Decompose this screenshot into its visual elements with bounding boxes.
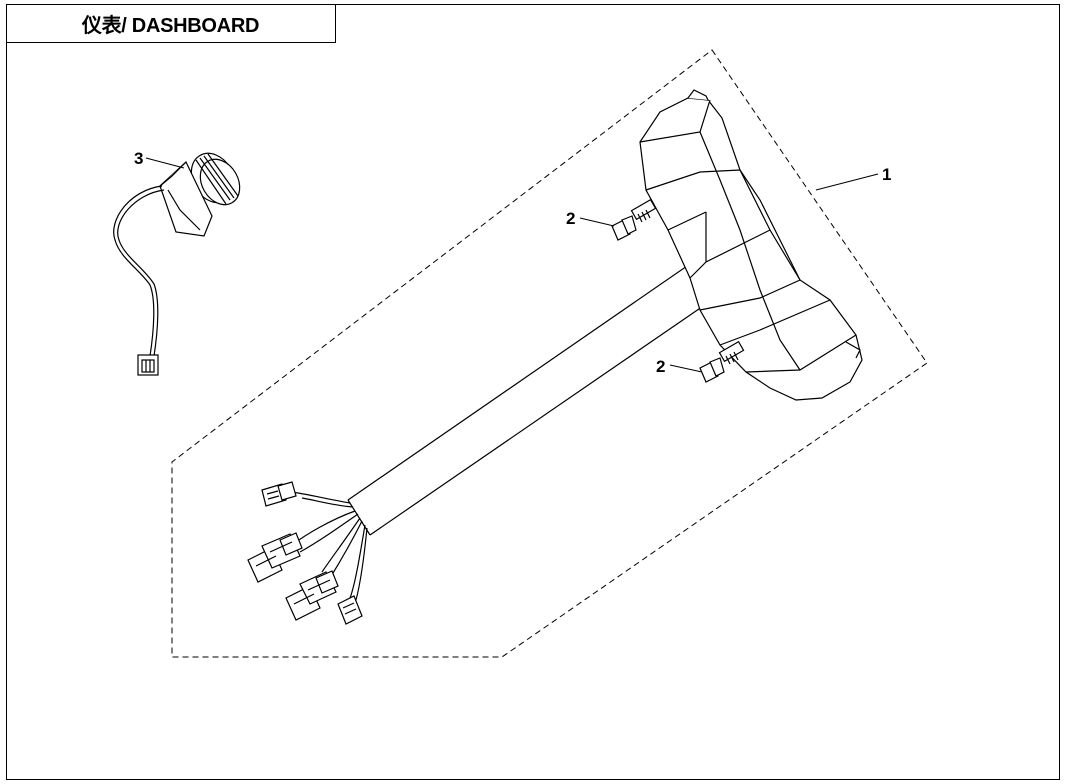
callout-1: 1 bbox=[882, 165, 891, 184]
callout-3: 3 bbox=[134, 149, 143, 168]
assembly-group-boundary bbox=[171, 49, 928, 658]
connector-large-lower bbox=[285, 570, 339, 621]
leader-lines bbox=[145, 157, 879, 373]
callout-2-lower: 2 bbox=[656, 357, 665, 376]
page-title: 仪表/ DASHBOARD bbox=[81, 14, 260, 37]
dashboard-instrument bbox=[639, 89, 863, 401]
connector-large-upper bbox=[247, 532, 303, 583]
callout-2-upper: 2 bbox=[566, 209, 575, 228]
drawing-sheet-border bbox=[6, 4, 1060, 780]
ignition-switch bbox=[113, 152, 241, 376]
bolt-upper bbox=[611, 198, 657, 241]
title-box: 仪表/ DASHBOARD bbox=[6, 4, 336, 43]
bolt-lower bbox=[699, 340, 745, 383]
connector-small-top bbox=[261, 481, 297, 507]
wire-harness bbox=[287, 263, 713, 601]
connector-small-bottom bbox=[337, 595, 363, 625]
